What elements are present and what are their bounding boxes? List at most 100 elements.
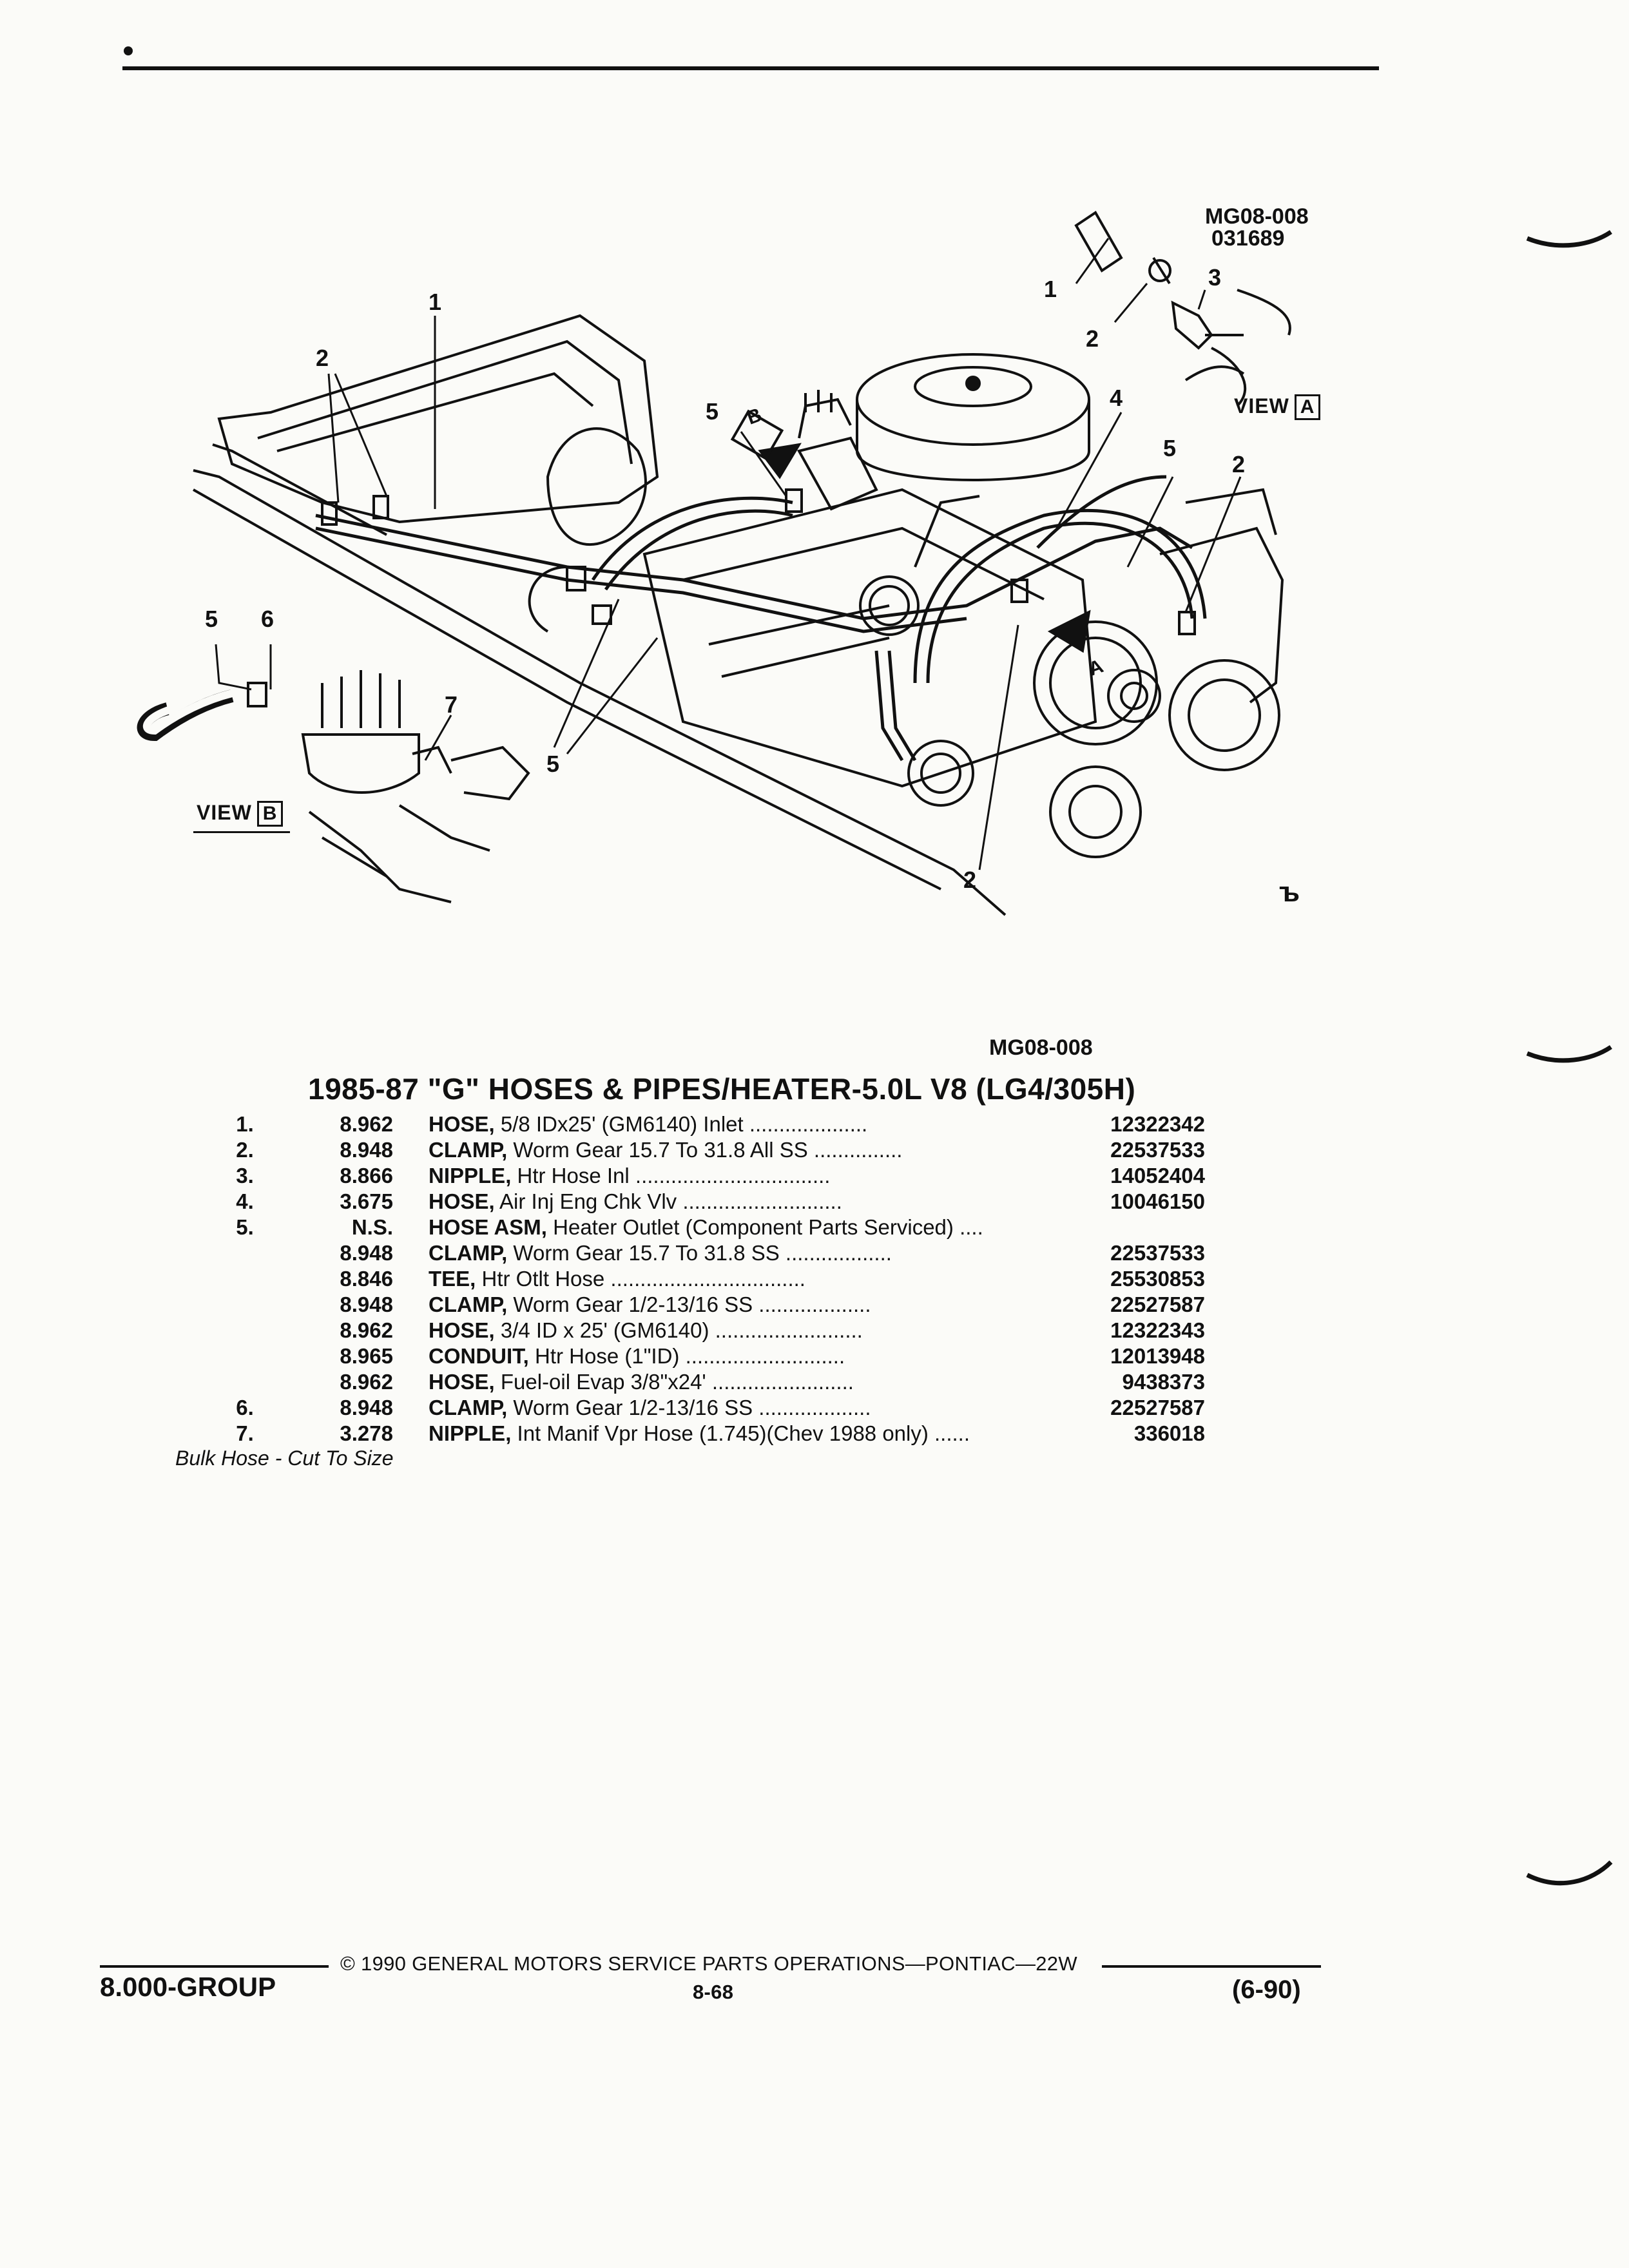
part-description: HOSE, 3/4 ID x 25' (GM6140) ............… [429, 1318, 863, 1343]
table-row: 7. 3.278 NIPPLE, Int Manif Vpr Hose (1.7… [0, 1421, 1629, 1446]
group-number: 8.948 [340, 1293, 393, 1316]
callout-5-right: 5 [1163, 435, 1177, 461]
callout-5-top: 5 [706, 398, 719, 425]
view-b-underline [193, 831, 290, 833]
footer-page-number: 8-68 [693, 1981, 734, 2003]
part-number: 22537533 [1110, 1241, 1205, 1265]
part-name: HOSE, [429, 1318, 495, 1342]
table-row: 8.948 CLAMP, Worm Gear 15.7 To 31.8 SS .… [0, 1240, 1629, 1266]
table-row: 2. 8.948 CLAMP, Worm Gear 15.7 To 31.8 A… [0, 1137, 1629, 1163]
footer-date: (6-90) [1232, 1975, 1301, 2004]
part-detail: 5/8 IDx25' (GM6140) Inlet ..............… [494, 1112, 868, 1136]
group-number: 3.278 [340, 1421, 393, 1445]
group-number: 3.675 [340, 1189, 393, 1213]
view-a-letter: A [1294, 394, 1321, 420]
part-description: CLAMP, Worm Gear 15.7 To 31.8 SS .......… [429, 1240, 892, 1266]
part-number: 22527587 [1110, 1396, 1205, 1419]
view-a-word: VIEW [1234, 394, 1289, 418]
part-detail: Htr Hose (1"ID) ........................… [528, 1344, 845, 1368]
part-detail: Air Inj Eng Chk Vlv ....................… [494, 1189, 842, 1213]
part-description: CLAMP, Worm Gear 1/2-13/16 SS ..........… [429, 1395, 871, 1421]
part-number: 22537533 [1110, 1138, 1205, 1162]
callout-5-viewb: 5 [205, 606, 218, 632]
table-row: 8.948 CLAMP, Worm Gear 1/2-13/16 SS ....… [0, 1292, 1629, 1318]
part-description: HOSE, Fuel-oil Evap 3/8"x24' ...........… [429, 1369, 854, 1395]
item-number: 2. [236, 1138, 254, 1162]
group-number: 8.948 [340, 1138, 393, 1162]
heater-hoses [315, 475, 1207, 762]
part-name: NIPPLE, [429, 1421, 512, 1445]
part-name: NIPPLE, [429, 1164, 512, 1187]
part-description: NIPPLE, Int Manif Vpr Hose (1.745)(Chev … [429, 1421, 970, 1446]
part-name: HOSE, [429, 1370, 495, 1394]
part-name: TEE, [429, 1267, 476, 1291]
callout-1-main: 1 [429, 289, 442, 315]
group-number: N.S. [351, 1215, 393, 1239]
callout-2-right: 2 [1232, 451, 1246, 477]
item-number: 6. [236, 1396, 254, 1419]
view-b-letter: B [256, 801, 284, 827]
diagram-ref-date: 031689 [1211, 226, 1285, 251]
footnote: Bulk Hose - Cut To Size [175, 1446, 394, 1470]
part-detail: 3/4 ID x 25' (GM6140) ..................… [494, 1318, 863, 1342]
view-a-detail [1074, 211, 1291, 407]
part-name: CLAMP, [429, 1293, 508, 1316]
group-number: 8.866 [340, 1164, 393, 1187]
table-row: 3. 8.866 NIPPLE, Htr Hose Inl ..........… [0, 1163, 1629, 1189]
part-name: HOSE, [429, 1112, 495, 1136]
air-cleaner [856, 353, 1090, 481]
part-number: 9438373 [1122, 1370, 1205, 1394]
corner-dot [124, 46, 133, 55]
part-detail: Htr Hose Inl ...........................… [511, 1164, 831, 1187]
callout-2-bottom: 2 [963, 867, 977, 893]
group-number: 8.948 [340, 1396, 393, 1419]
callout-2-top: 2 [1086, 325, 1099, 352]
direction-arrows [730, 409, 1091, 653]
part-number: 12013948 [1110, 1344, 1205, 1368]
group-number: 8.962 [340, 1370, 393, 1394]
group-number: 8.962 [340, 1318, 393, 1342]
table-row: 6. 8.948 CLAMP, Worm Gear 1/2-13/16 SS .… [0, 1395, 1629, 1421]
hose-clamps [321, 488, 1196, 635]
group-number: 8.948 [340, 1241, 393, 1265]
transmission-housing [217, 314, 659, 633]
part-number: 12322342 [1110, 1112, 1205, 1136]
group-number: 8.962 [340, 1112, 393, 1136]
engine-block [642, 436, 1097, 788]
distributor-main [798, 390, 852, 439]
part-name: CLAMP, [429, 1396, 508, 1419]
item-number: 7. [236, 1421, 254, 1445]
callout-1-top: 1 [1044, 276, 1057, 302]
footer-copyright: © 1990 GENERAL MOTORS SERVICE PARTS OPER… [340, 1952, 1077, 1975]
vehicle-body [193, 443, 1007, 916]
part-name: CLAMP, [429, 1138, 508, 1162]
callout-4: 4 [1110, 385, 1123, 411]
part-description: HOSE, Air Inj Eng Chk Vlv ..............… [429, 1189, 842, 1215]
table-row: 8.962 HOSE, Fuel-oil Evap 3/8"x24' .....… [0, 1369, 1629, 1395]
part-number: 14052404 [1110, 1164, 1205, 1187]
item-number: 4. [236, 1189, 254, 1213]
part-description: CLAMP, Worm Gear 15.7 To 31.8 All SS ...… [429, 1137, 902, 1163]
part-detail: Heater Outlet (Component Parts Serviced)… [546, 1215, 983, 1239]
part-name: HOSE, [429, 1189, 495, 1213]
callout-7-viewb: 7 [445, 691, 458, 718]
parts-title: 1985-87 "G" HOSES & PIPES/HEATER-5.0L V8… [308, 1072, 1136, 1106]
view-b-inset [137, 670, 530, 903]
part-number: 22527587 [1110, 1293, 1205, 1316]
item-number: 1. [236, 1112, 254, 1136]
table-row: 8.965 CONDUIT, Htr Hose (1"ID) .........… [0, 1343, 1629, 1369]
part-name: CONDUIT, [429, 1344, 529, 1368]
callout-6-viewb: 6 [261, 606, 275, 632]
table-row: 8.846 TEE, Htr Otlt Hose ...............… [0, 1266, 1629, 1292]
footer-rule-left [100, 1965, 329, 1968]
part-detail: Worm Gear 1/2-13/16 SS .................… [507, 1396, 871, 1419]
part-description: CONDUIT, Htr Hose (1"ID) ...............… [429, 1343, 845, 1369]
part-description: NIPPLE, Htr Hose Inl ...................… [429, 1163, 830, 1189]
part-detail: Htr Otlt Hose ..........................… [476, 1267, 805, 1291]
part-detail: Worm Gear 1/2-13/16 SS .................… [507, 1293, 871, 1316]
margin-marks [1526, 230, 1613, 1886]
group-number: 8.846 [340, 1267, 393, 1291]
part-detail: Worm Gear 15.7 To 31.8 SS ..............… [507, 1241, 892, 1265]
